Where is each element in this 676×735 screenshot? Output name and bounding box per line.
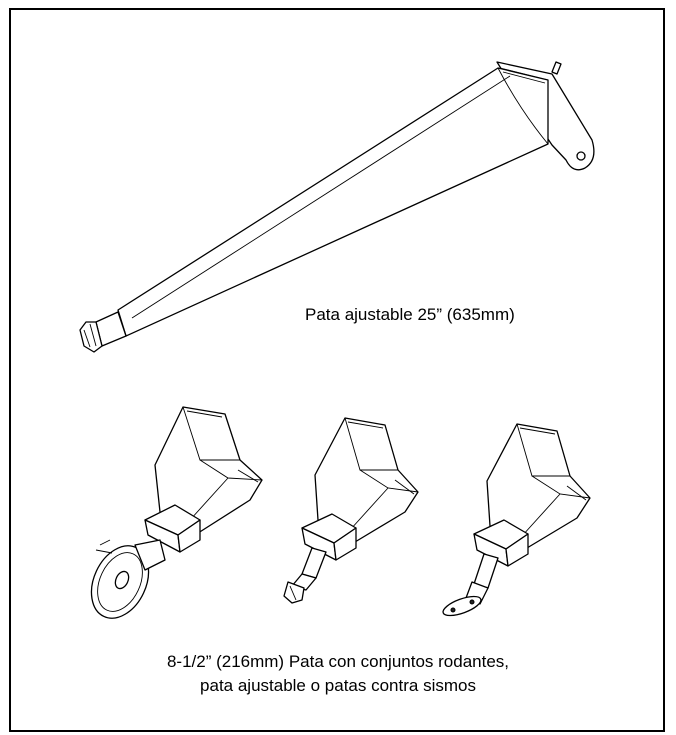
short-leg-caster bbox=[90, 406, 263, 619]
short-leg-adjustable bbox=[283, 417, 419, 604]
caption-line-2: pata ajustable o patas contra sismos bbox=[200, 676, 476, 695]
short-leg-seismic bbox=[442, 423, 591, 617]
long-adjustable-leg bbox=[79, 61, 595, 353]
short-legs-caption: 8-1/2” (216mm) Pata con conjuntos rodant… bbox=[0, 650, 676, 698]
long-leg-label: Pata ajustable 25” (635mm) bbox=[305, 305, 515, 324]
caption-line-1: 8-1/2” (216mm) Pata con conjuntos rodant… bbox=[166, 652, 510, 671]
